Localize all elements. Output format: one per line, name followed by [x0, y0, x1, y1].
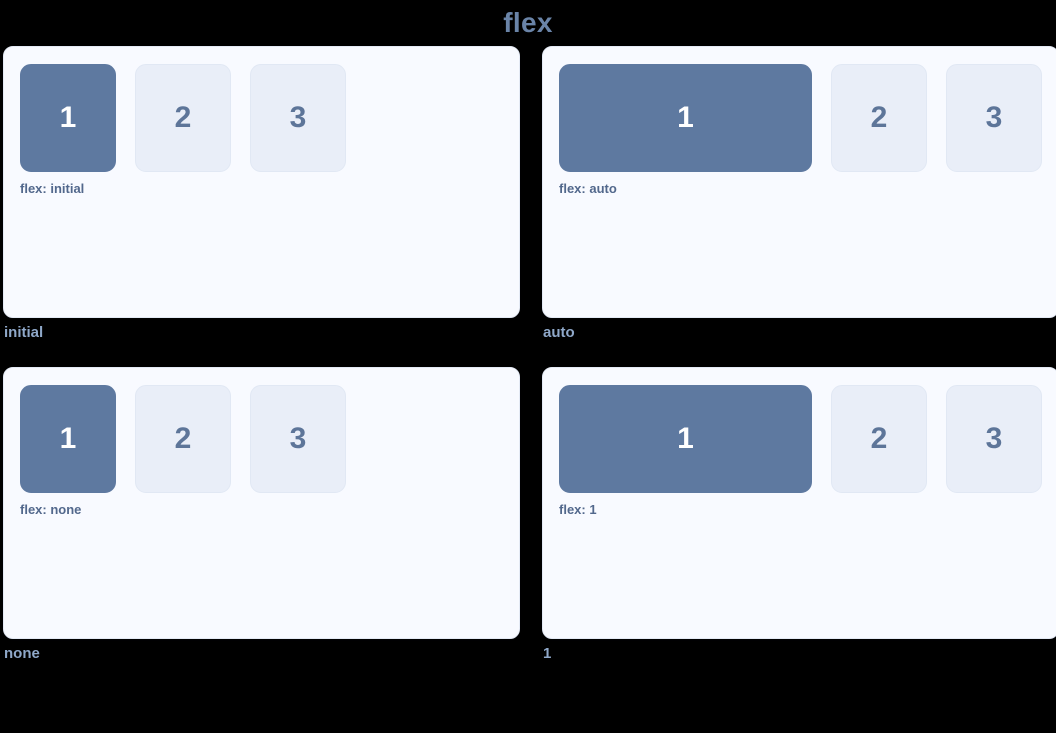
flex-item-3: 3: [946, 385, 1042, 493]
flex-item-3: 3: [250, 64, 346, 172]
panel-caption: flex: initial: [20, 181, 85, 196]
demo-grid: 1 2 3 flex: initial initial 1 2 3 flex: …: [0, 46, 1056, 666]
panel-caption: flex: auto: [559, 181, 617, 196]
flex-item-2: 2: [831, 385, 927, 493]
flex-container: 1 2 3: [559, 385, 1042, 493]
panel-caption: flex: 1: [559, 502, 597, 517]
page-title: flex: [503, 7, 553, 38]
demo-label-auto: auto: [543, 324, 575, 341]
demo-panel-initial: 1 2 3 flex: initial: [3, 46, 520, 318]
flex-item-1: 1: [20, 385, 116, 493]
flex-item-2: 2: [831, 64, 927, 172]
demo-panel-none: 1 2 3 flex: none: [3, 367, 520, 639]
flex-item-1: 1: [559, 64, 812, 172]
flex-item-3: 3: [250, 385, 346, 493]
demo-cell-initial: 1 2 3 flex: initial initial: [3, 46, 520, 345]
demo-panel-auto: 1 2 3 flex: auto: [542, 46, 1056, 318]
flex-container: 1 2 3: [20, 385, 503, 493]
flex-item-1: 1: [559, 385, 812, 493]
flex-item-1: 1: [20, 64, 116, 172]
panel-caption: flex: none: [20, 502, 82, 517]
demo-label-none: none: [4, 645, 40, 662]
demo-cell-none: 1 2 3 flex: none none: [3, 367, 520, 666]
flex-item-2: 2: [135, 64, 231, 172]
demo-panel-one: 1 2 3 flex: 1: [542, 367, 1056, 639]
flex-item-2: 2: [135, 385, 231, 493]
flex-item-3: 3: [946, 64, 1042, 172]
demo-label-initial: initial: [4, 324, 44, 341]
demo-cell-one: 1 2 3 flex: 1 1: [542, 367, 1056, 666]
flex-container: 1 2 3: [20, 64, 503, 172]
demo-label-one: 1: [543, 645, 552, 662]
flex-container: 1 2 3: [559, 64, 1042, 172]
demo-cell-auto: 1 2 3 flex: auto auto: [542, 46, 1056, 345]
